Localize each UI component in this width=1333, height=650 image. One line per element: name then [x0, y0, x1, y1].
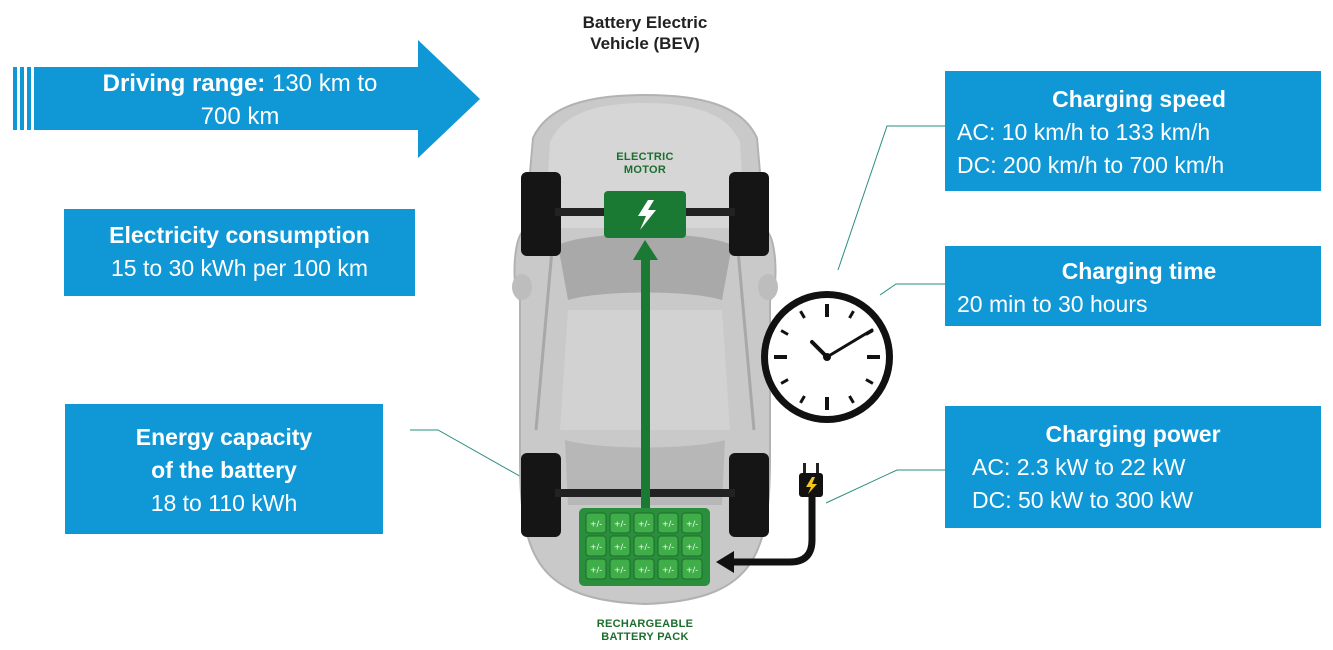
- connector-lines: [410, 125, 945, 504]
- energy-capacity-value: 18 to 110 kWh: [150, 490, 298, 516]
- svg-text:+/-: +/-: [590, 566, 602, 575]
- charging-power-ac: AC: 2.3 kW to 22 kW: [972, 454, 1186, 480]
- driving-range-arrow: [13, 40, 480, 158]
- battery-cell: +/-: [681, 558, 703, 580]
- clock-tick: [799, 395, 806, 404]
- driving-range-value-b: 700 km: [200, 103, 280, 130]
- battery-cell: +/-: [633, 558, 655, 580]
- electric-motor-label-line2: MOTOR: [623, 164, 667, 176]
- battery-cell: +/-: [609, 535, 631, 557]
- electricity-consumption-title: Electricity consumption: [109, 222, 370, 248]
- clock-tick: [848, 395, 855, 404]
- svg-text:+/-: +/-: [662, 566, 674, 575]
- charging-speed-title: Charging speed: [1052, 86, 1226, 112]
- battery-cell: +/-: [657, 558, 679, 580]
- battery-cell: +/-: [657, 535, 679, 557]
- battery-cell: +/-: [657, 512, 679, 534]
- charging-power-dc: DC: 50 kW to 300 kW: [972, 487, 1194, 513]
- vehicle-title: Battery Electric Vehicle (BEV): [540, 12, 750, 54]
- electricity-consumption-box: Electricity consumption 15 to 30 kWh per…: [64, 209, 415, 296]
- svg-text:+/-: +/-: [662, 520, 674, 529]
- clock-tick: [780, 329, 789, 336]
- clock-icon: [761, 291, 893, 423]
- clock-tick: [865, 378, 874, 385]
- driving-range-value-a: 130 km to: [271, 70, 378, 97]
- battery-cell: +/-: [585, 535, 607, 557]
- charging-time-box: Charging time 20 min to 30 hours: [945, 246, 1321, 326]
- charging-power-line: [825, 469, 945, 504]
- arrow-head: [716, 551, 734, 573]
- svg-text:+/-: +/-: [686, 543, 698, 552]
- battery-cell: +/-: [609, 558, 631, 580]
- charging-cable: [716, 463, 823, 573]
- battery-pack-label: RECHARGEABLE BATTERY PACK: [570, 618, 720, 644]
- electric-motor-label: ELECTRIC MOTOR: [595, 151, 695, 177]
- svg-text:+/-: +/-: [638, 566, 650, 575]
- battery-cell: +/-: [633, 535, 655, 557]
- electric-motor-label-line1: ELECTRIC: [616, 151, 674, 163]
- charging-time-value: 20 min to 30 hours: [957, 291, 1148, 317]
- battery-pack-label-line1: RECHARGEABLE: [596, 618, 694, 630]
- battery-cell: +/-: [681, 512, 703, 534]
- charging-speed-ac: AC: 10 km/h to 133 km/h: [957, 119, 1211, 145]
- power-flow-arrow: [633, 240, 658, 512]
- svg-text:+/-: +/-: [590, 520, 602, 529]
- battery-cell: +/-: [585, 512, 607, 534]
- driving-range-label: Driving range:: [102, 70, 266, 97]
- charging-speed-dc: DC: 200 km/h to 700 km/h: [957, 152, 1225, 178]
- svg-text:+/-: +/-: [686, 520, 698, 529]
- svg-text:+/-: +/-: [638, 543, 650, 552]
- battery-pack: +/- +/- +/- +/- +/- +/- +/- +/- +/- +/- +/- +/- +/- +…: [579, 508, 710, 586]
- plug-icon: [799, 463, 823, 497]
- energy-capacity-line: [410, 429, 549, 493]
- energy-capacity-title-line2: of the battery: [151, 457, 297, 483]
- clock-tick: [780, 378, 789, 385]
- charging-time-title: Charging time: [1061, 258, 1217, 284]
- electricity-consumption-value: 15 to 30 kWh per 100 km: [111, 255, 368, 281]
- electric-motor: [604, 191, 686, 238]
- energy-capacity-title-line1: Energy capacity: [135, 424, 313, 450]
- charging-speed-line: [837, 125, 945, 271]
- battery-cell: +/-: [585, 558, 607, 580]
- vehicle-title-line1: Battery Electric: [582, 13, 708, 32]
- charging-speed-box: Charging speed AC: 10 km/h to 133 km/h D…: [945, 71, 1321, 191]
- svg-text:+/-: +/-: [614, 520, 626, 529]
- battery-cell: +/-: [609, 512, 631, 534]
- battery-pack-label-line2: BATTERY PACK: [601, 631, 689, 643]
- svg-text:+/-: +/-: [662, 543, 674, 552]
- svg-text:+/-: +/-: [638, 520, 650, 529]
- clock-tick: [799, 310, 806, 319]
- lightning-icon: [638, 200, 656, 230]
- energy-capacity-box: Energy capacity of the battery 18 to 110…: [65, 404, 383, 534]
- charging-time-line: [879, 283, 945, 296]
- driving-range-text: Driving range: 130 km to 700 km: [70, 67, 410, 133]
- battery-cell: +/-: [681, 535, 703, 557]
- charging-power-title: Charging power: [1045, 421, 1221, 447]
- vehicle-title-line2: Vehicle (BEV): [590, 34, 700, 53]
- svg-text:+/-: +/-: [614, 543, 626, 552]
- battery-cell: +/-: [633, 512, 655, 534]
- svg-text:+/-: +/-: [614, 566, 626, 575]
- clock-tick: [848, 310, 855, 319]
- svg-text:+/-: +/-: [686, 566, 698, 575]
- svg-text:+/-: +/-: [590, 543, 602, 552]
- charging-power-box: Charging power AC: 2.3 kW to 22 kW DC: 5…: [945, 406, 1321, 528]
